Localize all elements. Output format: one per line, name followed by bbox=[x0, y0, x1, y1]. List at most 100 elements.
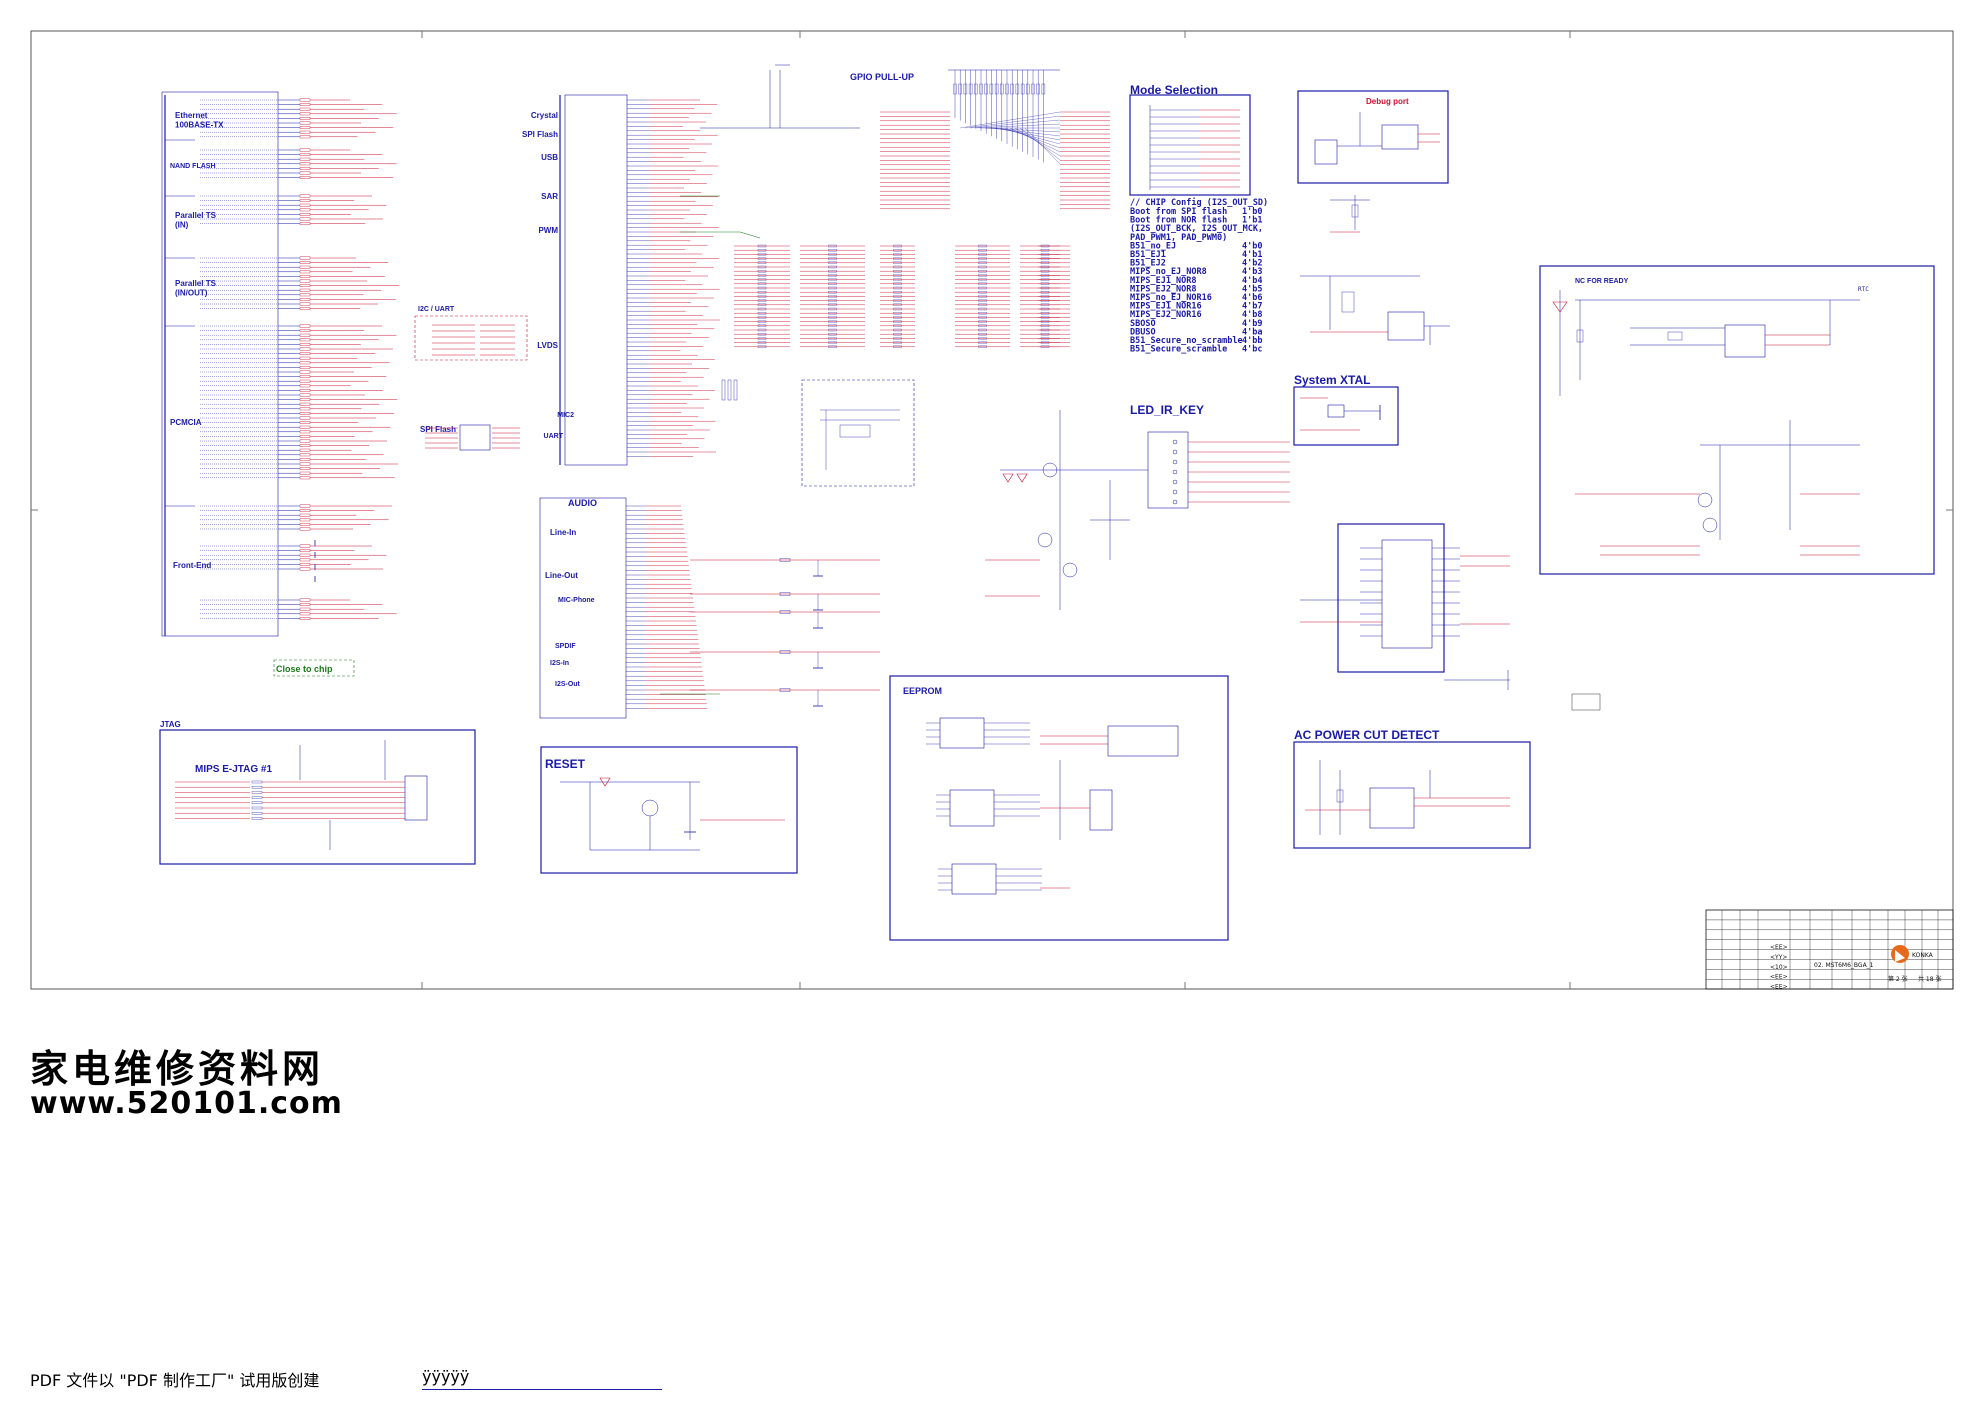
block-crystal: Crystal bbox=[531, 111, 558, 120]
jtag-resistor bbox=[251, 812, 263, 815]
block-spdif: SPDIF bbox=[555, 643, 576, 650]
resistor-mark bbox=[978, 312, 987, 315]
boot-config-value: 4'b3 bbox=[1242, 267, 1262, 277]
gpio-diag bbox=[1019, 127, 1061, 161]
connector-pin bbox=[1172, 469, 1178, 475]
resistor-mark bbox=[893, 282, 902, 285]
resistor-mark bbox=[893, 244, 902, 248]
title-sheet: 第 2 张 bbox=[1888, 975, 1908, 983]
pdf-footer-tag: ÿÿÿÿÿ bbox=[422, 1367, 470, 1386]
block-pwm: PWM bbox=[538, 226, 558, 235]
diode-icon bbox=[1552, 301, 1568, 313]
resistor-mark bbox=[299, 384, 311, 388]
resistor-mark bbox=[299, 352, 311, 355]
title-total: 共 18 张 bbox=[1918, 975, 1941, 983]
resistor-mark bbox=[828, 261, 837, 264]
resistor-mark bbox=[299, 338, 311, 342]
boot-config-value: 1'b1 bbox=[1242, 216, 1262, 226]
connector-pin bbox=[1172, 499, 1178, 505]
resistor-mark bbox=[978, 249, 987, 252]
block-reset: RESET bbox=[545, 757, 586, 771]
resistor-mark bbox=[299, 298, 311, 301]
resistor-mark bbox=[978, 324, 987, 327]
resistor-mark bbox=[828, 345, 837, 348]
resistor-mark bbox=[299, 126, 311, 130]
resistor-mark bbox=[299, 270, 311, 274]
led-diode-icon bbox=[1016, 473, 1028, 483]
resistor-mark bbox=[893, 337, 902, 340]
sheet-frame bbox=[30, 30, 1954, 990]
resistor-mark bbox=[299, 527, 311, 531]
resistor-mark bbox=[299, 194, 311, 198]
resistor-mark bbox=[828, 303, 837, 306]
resistor-mark bbox=[299, 288, 311, 292]
gpio-diag bbox=[974, 123, 1061, 129]
resistor-mark bbox=[299, 153, 311, 156]
resistor-mark bbox=[893, 341, 902, 344]
tb-cell: <YY> bbox=[1770, 954, 1787, 961]
boot-config-label: Boot from SPI flash bbox=[1130, 207, 1227, 217]
boot-config-header: // CHIP Config (I2S_OUT_SD) bbox=[1130, 197, 1268, 208]
resistor-mark bbox=[893, 291, 902, 294]
boot-config-label: B51_Secure_no_scramble bbox=[1130, 336, 1243, 346]
jtag-resistor bbox=[251, 817, 263, 820]
pullup-resistor bbox=[989, 83, 994, 95]
resistor-mark bbox=[299, 453, 311, 457]
pullup-resistor bbox=[979, 83, 983, 95]
boot-config-value: 4'b6 bbox=[1242, 293, 1262, 303]
transistor-icon bbox=[1697, 492, 1713, 508]
resistor-mark bbox=[978, 328, 987, 332]
resistor-mark bbox=[299, 112, 311, 116]
resistor-mark bbox=[299, 476, 311, 480]
green-net bbox=[739, 231, 761, 239]
resistor-mark bbox=[299, 448, 311, 452]
resistor-mark bbox=[299, 439, 311, 443]
resistor-mark bbox=[828, 328, 837, 332]
resistor-mark bbox=[978, 295, 987, 298]
resistor-mark bbox=[299, 430, 311, 434]
boot-config-value: 4'b9 bbox=[1242, 319, 1262, 329]
boot-config-label: SBOSO bbox=[1130, 319, 1156, 329]
block-uart: UART bbox=[544, 433, 564, 440]
resistor-mark bbox=[299, 471, 311, 475]
resistor-mark bbox=[893, 286, 902, 290]
resistor-mark bbox=[299, 162, 311, 166]
boot-config-value: 4'b2 bbox=[1242, 259, 1262, 269]
boot-config-label: MIPS_EJ2_NOR8 bbox=[1130, 284, 1197, 294]
resistor-mark bbox=[299, 307, 311, 310]
gpio-diag bbox=[964, 115, 1061, 129]
resistor-mark bbox=[299, 402, 311, 406]
resistor-mark bbox=[299, 199, 311, 202]
resistor-mark bbox=[757, 307, 767, 311]
resistor bbox=[779, 610, 791, 614]
resistor-mark bbox=[893, 312, 902, 315]
watermark-url: www.520101.com bbox=[30, 1086, 343, 1121]
resistor-mark bbox=[757, 291, 767, 294]
block-front-end: Front-End bbox=[173, 561, 211, 570]
resistor-mark bbox=[299, 293, 311, 297]
block-line-out: Line-Out bbox=[545, 571, 578, 580]
pullup-resistor bbox=[1015, 83, 1020, 95]
block-nand-flash: NAND FLASH bbox=[170, 163, 216, 170]
resistor-mark bbox=[757, 299, 767, 302]
block-parallel-ts-in: Parallel TS(IN) bbox=[175, 211, 217, 230]
label-close-to-chip: Close to chip bbox=[276, 664, 333, 674]
tb-cell: <EE> bbox=[1770, 984, 1788, 991]
resistor-mark bbox=[299, 261, 311, 264]
center-chip-section: Crystal SPI Flash USB SAR PWM LVDS MIC2 … bbox=[522, 70, 860, 466]
boot-config-value: 4'b8 bbox=[1242, 310, 1262, 320]
resistor-mark bbox=[978, 253, 987, 256]
resistor-mark bbox=[299, 421, 311, 424]
resistor-mark bbox=[828, 295, 837, 298]
resistor-mark bbox=[893, 278, 902, 281]
transistor-icon bbox=[641, 799, 659, 817]
resistor-mark bbox=[978, 299, 987, 302]
gpio-pullup-block: GPIO PULL-UP bbox=[775, 64, 1110, 210]
misc-right-parts bbox=[1330, 195, 1370, 233]
resistor bbox=[779, 688, 791, 692]
resistor-mark bbox=[299, 370, 311, 374]
transistor-icon bbox=[1702, 517, 1718, 533]
resistor-mark bbox=[757, 320, 767, 323]
title-drawing-name: 02. MST6M6_BGA_1 bbox=[1814, 962, 1874, 969]
boot-config-label: DBUSO bbox=[1130, 327, 1156, 337]
